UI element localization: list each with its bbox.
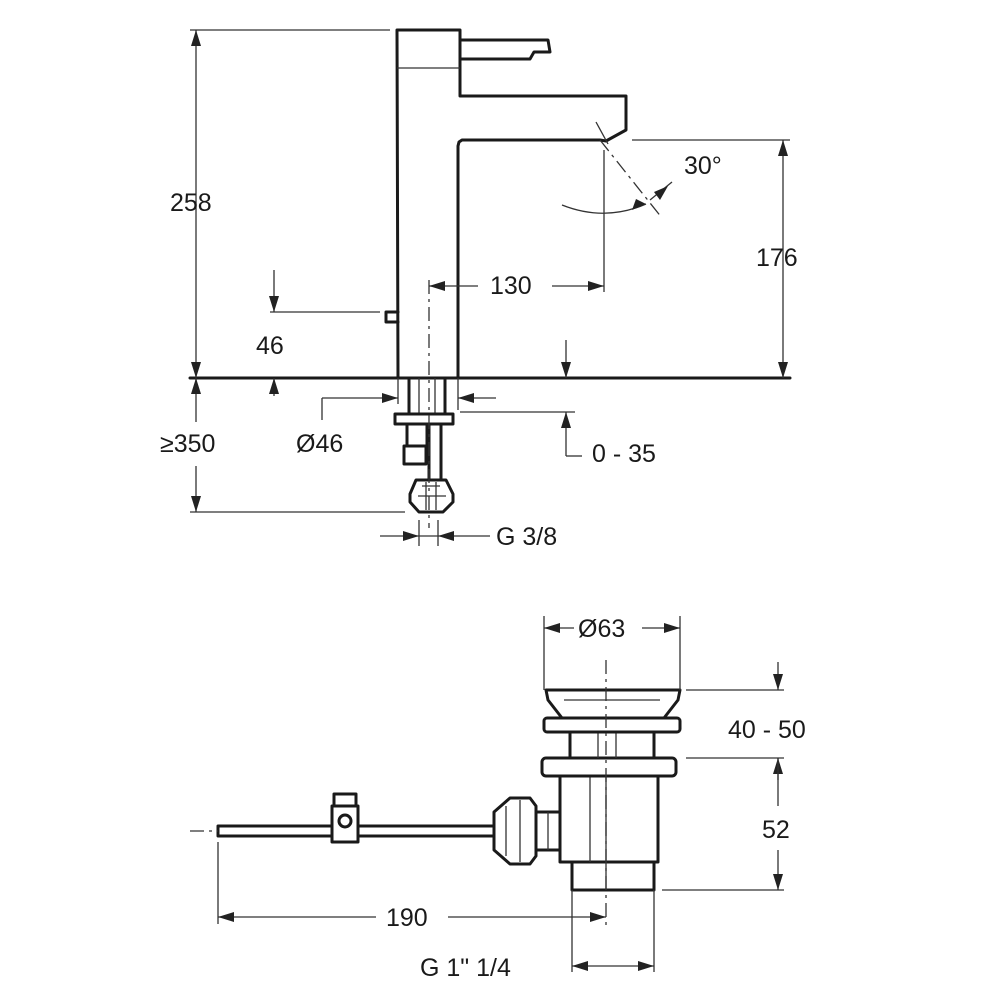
popup-knob bbox=[384, 310, 400, 324]
plug-cap bbox=[544, 688, 682, 720]
lever-handle bbox=[458, 38, 552, 61]
rod-clip bbox=[332, 792, 358, 808]
dim-plug-range: 40 - 50 bbox=[728, 716, 806, 744]
faucet-dimensions: 258 46 130 30° 176 Ø bbox=[160, 29, 798, 551]
waste-dimensions: Ø63 40 - 50 52 190 G 1" 1/4 bbox=[217, 615, 806, 982]
dim-hole-46: Ø46 bbox=[296, 430, 343, 458]
dim-thread-g114: G 1" 1/4 bbox=[420, 954, 511, 982]
plug-stem bbox=[568, 730, 656, 760]
waste-drawing bbox=[190, 660, 682, 930]
waste-body bbox=[558, 774, 660, 864]
shank bbox=[407, 376, 447, 416]
dim-reach-130: 130 bbox=[490, 272, 532, 300]
dim-plug-63: Ø63 bbox=[578, 615, 625, 643]
dim-body-52: 52 bbox=[762, 816, 790, 844]
faucet-body bbox=[395, 28, 628, 380]
dim-hose-350: ≥350 bbox=[160, 430, 215, 458]
linkage-nut bbox=[492, 796, 538, 866]
dim-height-258: 258 bbox=[170, 189, 212, 217]
plug-ring bbox=[542, 716, 682, 734]
dim-spout-176: 176 bbox=[756, 244, 798, 272]
aerator-mark bbox=[595, 121, 609, 145]
flange-ring bbox=[540, 756, 678, 778]
dim-rod-190: 190 bbox=[386, 904, 428, 932]
dim-lever-46: 46 bbox=[256, 332, 284, 360]
dim-connection-g38: G 3/8 bbox=[496, 523, 557, 551]
hose-fitting bbox=[405, 422, 429, 448]
dim-angle-30: 30° bbox=[684, 152, 722, 180]
dim-deck-0-35: 0 - 35 bbox=[592, 440, 656, 468]
faucet-drawing bbox=[188, 28, 792, 528]
